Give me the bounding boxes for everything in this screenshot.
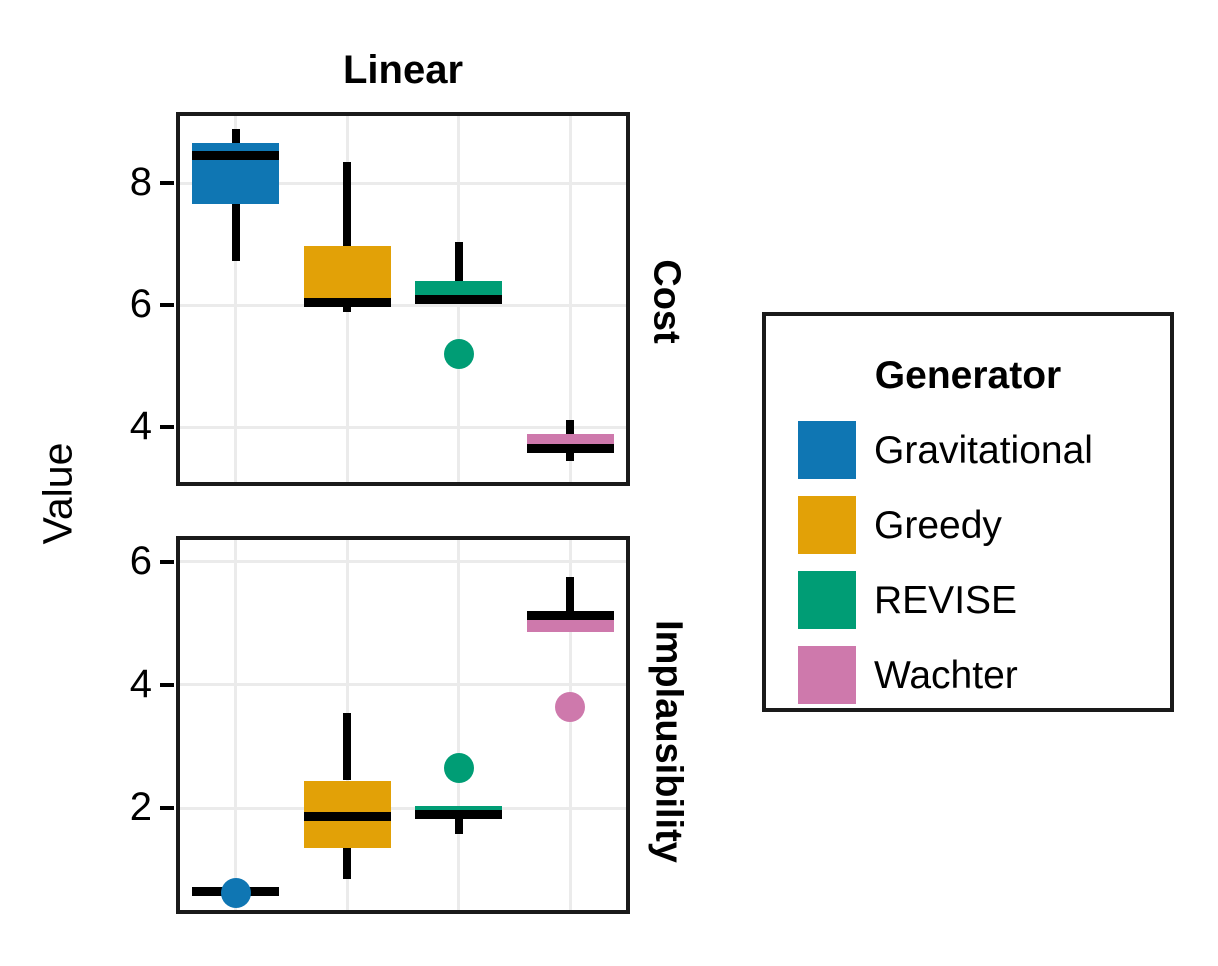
median-line [303,297,391,307]
y-tick-mark [160,181,174,186]
whisker-upper [343,161,352,246]
gridline-vertical [457,540,461,910]
y-tick-mark [160,806,174,811]
legend-item[interactable]: Wachter [798,645,1018,705]
legend-item[interactable]: Gravitational [798,420,1093,480]
outlier-point [220,878,251,909]
panel-implausibility [176,536,630,914]
legend-title: Generator [874,354,1062,397]
whisker-upper [454,242,463,281]
y-tick-label: 6 [129,538,152,583]
median-line [415,809,503,819]
y-axis-title: Value [34,442,81,545]
gridline-horizontal [180,683,626,687]
whisker-lower [566,451,575,461]
whisker-upper [343,712,352,781]
median-line [192,151,280,161]
median-line [415,294,503,304]
legend-color-swatch [798,496,856,554]
gridline-vertical [568,540,572,910]
legend-item-label: Gravitational [874,428,1093,472]
whisker-lower [231,204,240,262]
y-tick-mark [160,425,174,430]
facet-column-title: Linear [342,48,464,92]
panel-cost [176,112,630,486]
median-line [526,443,614,453]
box [303,245,391,303]
whisker-upper [566,419,575,435]
legend-item[interactable]: REVISE [798,570,1017,630]
legend-color-swatch [798,646,856,704]
gridline-vertical [568,116,572,482]
strip-label-cost: Cost [645,259,688,344]
whisker-lower [454,816,463,835]
gridline-horizontal [180,560,626,564]
y-tick-label: 2 [129,785,152,830]
legend-color-swatch [798,571,856,629]
legend-item-label: REVISE [874,578,1018,622]
gridline-horizontal [180,806,626,810]
gridline-horizontal [180,303,626,307]
whisker-lower [343,302,352,313]
gridline-vertical [234,116,238,482]
whisker-upper [231,129,240,144]
y-tick-mark [160,682,174,687]
strip-label-implausibility: Implausibility [647,620,690,863]
whisker-upper [566,577,575,611]
y-tick-mark [160,559,174,564]
gridline-vertical [234,540,238,910]
median-line [303,811,391,821]
legend-item-label: Wachter [874,653,1018,697]
y-tick-label: 4 [129,404,152,449]
outlier-point [555,691,586,722]
gridline-horizontal [180,181,626,185]
legend-item[interactable]: Greedy [798,495,1002,555]
gridline-horizontal [180,425,626,429]
outlier-point [443,753,474,784]
legend-color-swatch [798,421,856,479]
whisker-lower [343,848,352,880]
legend-item-label: Greedy [874,503,1002,547]
y-tick-label: 8 [129,160,152,205]
median-line [526,610,614,620]
y-tick-label: 6 [129,282,152,327]
y-tick-mark [160,303,174,308]
outlier-point [443,338,474,369]
y-tick-label: 4 [129,661,152,706]
